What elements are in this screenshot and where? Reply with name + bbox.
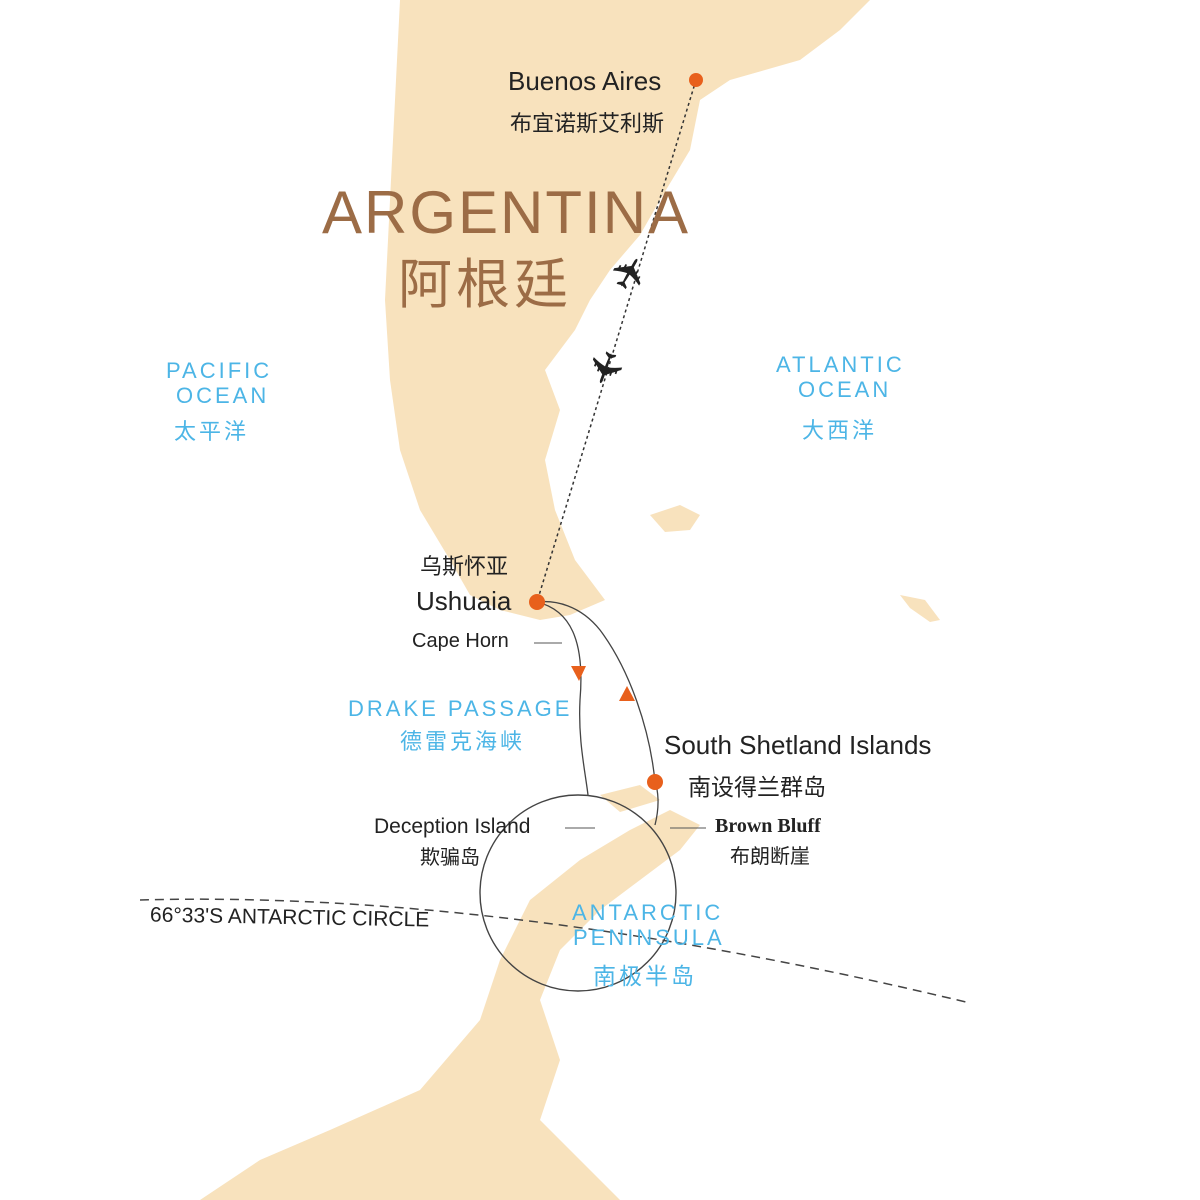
ushuaia-dot: [529, 594, 545, 610]
south-shetland-dot: [647, 774, 663, 790]
drake-passage-label: DRAKE PASSAGE: [348, 696, 573, 721]
antarctic-peninsula-label-zh: 南极半岛: [593, 963, 697, 989]
deception-island-label: Deception Island: [374, 815, 531, 838]
buenos-aires-label-zh: 布宜诺斯艾利斯: [510, 111, 665, 136]
south-shetland-label: South Shetland Islands: [664, 730, 932, 760]
atlantic-ocean-label: ATLANTIC: [776, 352, 905, 377]
brown-bluff-label-zh: 布朗断崖: [730, 846, 810, 868]
country-label-zh: 阿根廷: [398, 255, 572, 315]
pacific-ocean-label-zh: 太平洋: [174, 419, 250, 444]
deception-island-label-zh: 欺骗岛: [420, 847, 480, 869]
buenos-aires-label: Buenos Aires: [508, 66, 662, 96]
falkland-islands: [650, 505, 700, 532]
antarctic-peninsula-label-2: PENINSULA: [573, 925, 725, 950]
south-shetland-islands: [600, 785, 660, 812]
south-america-landmass: [385, 0, 870, 620]
antarctic-circle-label: 66°33'S ANTARCTIC CIRCLE: [149, 903, 430, 932]
flight-route: [536, 79, 697, 603]
cruise-route-return: [536, 600, 659, 826]
pacific-ocean-label-2: OCEAN: [176, 383, 270, 408]
cruise-route-out: [536, 601, 589, 796]
atlantic-ocean-label-zh: 大西洋: [802, 418, 878, 443]
drake-passage-label-zh: 德雷克海峡: [400, 729, 526, 754]
buenos-aires-dot: [689, 73, 703, 87]
ushuaia-label-zh: 乌斯怀亚: [420, 554, 509, 579]
country-label: ARGENTINA: [322, 179, 691, 246]
pacific-ocean-label: PACIFIC: [166, 358, 273, 383]
south-shetland-label-zh: 南设得兰群岛: [688, 774, 826, 800]
antarctic-peninsula: [200, 810, 700, 1200]
brown-bluff-label: Brown Bluff: [715, 815, 821, 837]
antarctic-peninsula-label: ANTARCTIC: [572, 900, 724, 925]
antarctic-circle-line: [139, 898, 971, 1004]
cape-horn-label: Cape Horn: [412, 630, 509, 652]
ushuaia-label: Ushuaia: [416, 586, 512, 616]
atlantic-ocean-label-2: OCEAN: [798, 377, 892, 402]
direction-arrow-south: [571, 666, 586, 681]
antarctic-zone-circle: [479, 794, 677, 992]
direction-arrow-north: [619, 686, 635, 701]
south-georgia: [900, 595, 940, 622]
